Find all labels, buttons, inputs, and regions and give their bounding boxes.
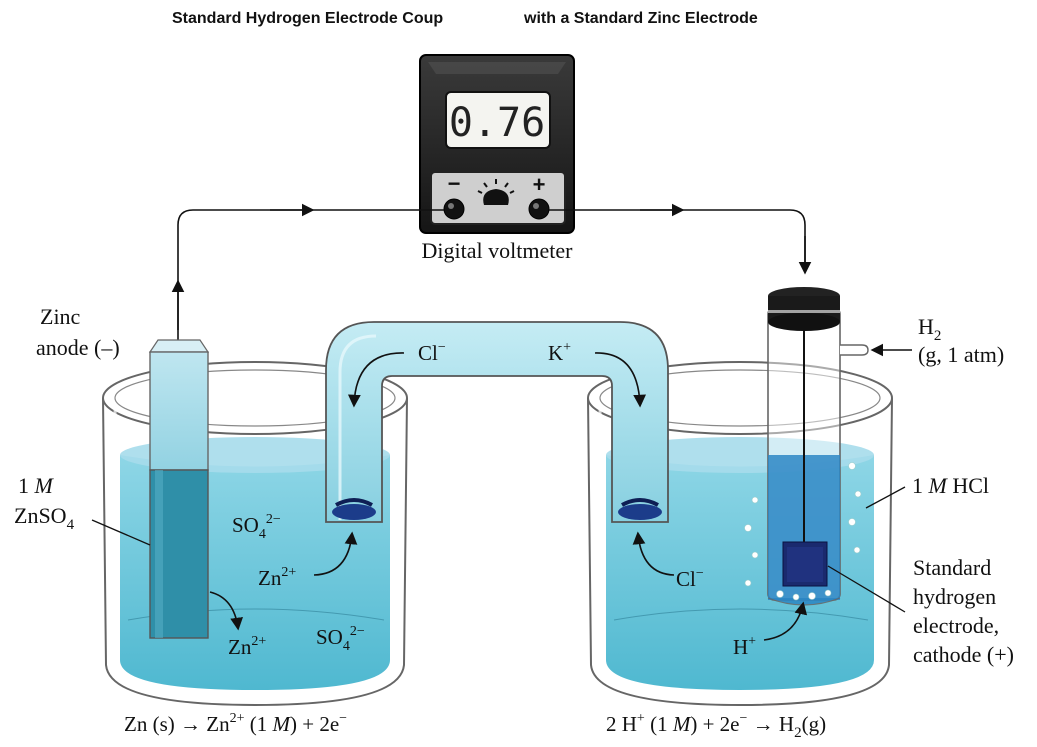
bridge-anion-label: Cl− (418, 340, 446, 365)
right-bridge-plug (618, 504, 662, 520)
left-solution-pointer (91, 519, 151, 546)
left-plug-texture (335, 498, 373, 507)
platinum-plate-texture (787, 547, 823, 582)
anode-half-reaction: Zn (s) → Zn2+ (1 M) + 2e− (124, 711, 347, 736)
hydrogen-gas-conditions: (g, 1 atm) (918, 342, 1004, 367)
bubble (854, 490, 862, 498)
bubble (808, 592, 816, 600)
right-solution-ripple (613, 608, 869, 621)
right-beaker-highlight (598, 404, 605, 661)
left-bridge-plug (332, 504, 376, 520)
sulfate-label-upper: SO42− (232, 512, 281, 542)
zinc-anode-label-line1: Zinc (40, 304, 81, 329)
title: Standard Hydrogen Electrode Coup with a … (172, 10, 758, 27)
right-beaker-wall (587, 397, 893, 707)
salt-bridge-highlight (338, 334, 377, 520)
zinc-dissolve-arrow (209, 591, 243, 631)
voltmeter-bevel (428, 62, 566, 74)
voltmeter-label: Digital voltmeter (422, 238, 574, 263)
cathode-half-reaction: 2 H+ (1 M) + 2e− → H2(g) (606, 711, 826, 741)
hydrogen-gas-label: H2 (918, 314, 941, 344)
electrode-label-line4: cathode (+) (913, 642, 1014, 667)
zinc-ion-to-bridge-arrow (313, 531, 358, 576)
wire-left (177, 209, 444, 342)
plus-terminal-label: + (533, 172, 546, 197)
bubble (853, 546, 861, 554)
electrode-label-line1: Standard (913, 555, 991, 580)
right-plug-texture (621, 498, 659, 507)
zinc-ion-label-lower: Zn2+ (228, 634, 266, 659)
k-bridge-arrow (594, 352, 647, 408)
hydrogen-electrode (744, 287, 869, 606)
zinc-anode-upper (149, 351, 209, 471)
bubble (751, 551, 759, 559)
voltmeter-display (445, 91, 551, 149)
bubble (824, 589, 832, 597)
bubble (792, 593, 800, 601)
bubble (776, 590, 784, 598)
zinc-ion-label-upper: Zn2+ (258, 565, 296, 590)
hydrogen-ion-arrow (763, 601, 808, 641)
left-beaker-highlight (113, 404, 120, 661)
minus-terminal-shine (448, 203, 454, 209)
bubble (751, 496, 759, 504)
bubble (848, 462, 856, 470)
title-part-1: Standard Hydrogen Electrode Coup (172, 10, 443, 27)
digital-voltmeter: 0.76 − + Digital voltmeter (419, 54, 575, 263)
right-solution-pointer (865, 486, 906, 509)
plus-terminal-shine (533, 203, 539, 209)
bubble (744, 579, 752, 587)
zinc-anode-top (148, 339, 210, 353)
hydrogen-bubbles (744, 462, 862, 601)
zinc-anode-label-line2: anode (–) (36, 335, 120, 360)
voltmeter-knob (477, 179, 515, 205)
bridge-cation-label: K+ (548, 340, 571, 365)
electrode-label-line2: hydrogen (913, 584, 996, 609)
zinc-anode-immersed-highlight (155, 470, 163, 638)
external-circuit (171, 203, 812, 342)
right-solution-label: 1 M HCl (912, 473, 989, 498)
voltmeter-reading: 0.76 (449, 100, 545, 146)
stopper-band (768, 310, 840, 313)
sulfate-label-lower: SO42− (316, 624, 365, 654)
left-beaker-rim-inner (114, 369, 396, 427)
salt-bridge: Cl− K+ (325, 321, 669, 523)
plus-terminal (528, 198, 550, 220)
right-labels: H2 (g, 1 atm) 1 M HCl Standard hydrogen … (606, 314, 1014, 741)
minus-terminal (443, 198, 465, 220)
left-beaker-wall (102, 397, 408, 707)
electrode-label-line3: electrode, (913, 613, 999, 638)
left-labels: Zinc anode (–) 1 M ZnSO4 SO42− Zn2+ Zn2+… (14, 304, 365, 736)
electrode-pointer (827, 565, 906, 613)
wire-right (549, 209, 806, 272)
left-solution-label: ZnSO4 (14, 503, 75, 533)
bubble (744, 524, 752, 532)
salt-bridge-tube (325, 321, 669, 523)
hydrogen-ion-label: H+ (733, 634, 756, 659)
chloride-to-bridge-arrow (632, 531, 675, 576)
gas-inlet (840, 344, 869, 356)
right-beaker-rim-inner (599, 369, 881, 427)
bubble (848, 518, 856, 526)
chloride-ion-label: Cl− (676, 566, 704, 591)
minus-terminal-label: − (448, 171, 461, 196)
cl-bridge-arrow (347, 352, 405, 408)
zinc-anode (148, 339, 210, 639)
title-part-2: with a Standard Zinc Electrode (523, 10, 758, 27)
left-concentration-label: 1 M (18, 473, 55, 498)
